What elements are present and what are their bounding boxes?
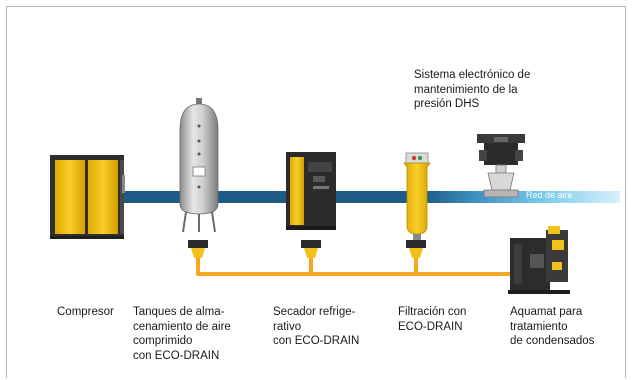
filter-label: Filtración con ECO-DRAIN [398, 306, 467, 333]
dhs-label: Sistema electrónico de mantenimiento de … [414, 69, 531, 110]
condensate-line [196, 250, 557, 276]
dryer-label: Secador refrige- rativo con ECO-DRAIN [273, 306, 360, 347]
network-label: Red de aire comprimido [526, 190, 573, 211]
diagram-frame [6, 6, 626, 378]
dhs-pressure-system-icon [477, 134, 525, 198]
filter-icon [403, 152, 431, 240]
compressor-icon [50, 155, 125, 239]
air-pipe-main [100, 191, 430, 203]
aquamat-icon [508, 226, 570, 294]
eco-drain-icon [188, 240, 208, 258]
eco-drain-icon [301, 240, 321, 258]
refrigeration-dryer-icon [286, 152, 336, 230]
compressor-label: Compresor [57, 306, 114, 318]
eco-drain-icon [406, 240, 426, 258]
air-pipe-network [425, 191, 620, 203]
tanks-label: Tanques de alma- cenamiento de aire comp… [133, 306, 231, 362]
air-tank-icon [179, 98, 219, 233]
aquamat-label: Aquamat para tratamiento de condensados [510, 306, 595, 347]
